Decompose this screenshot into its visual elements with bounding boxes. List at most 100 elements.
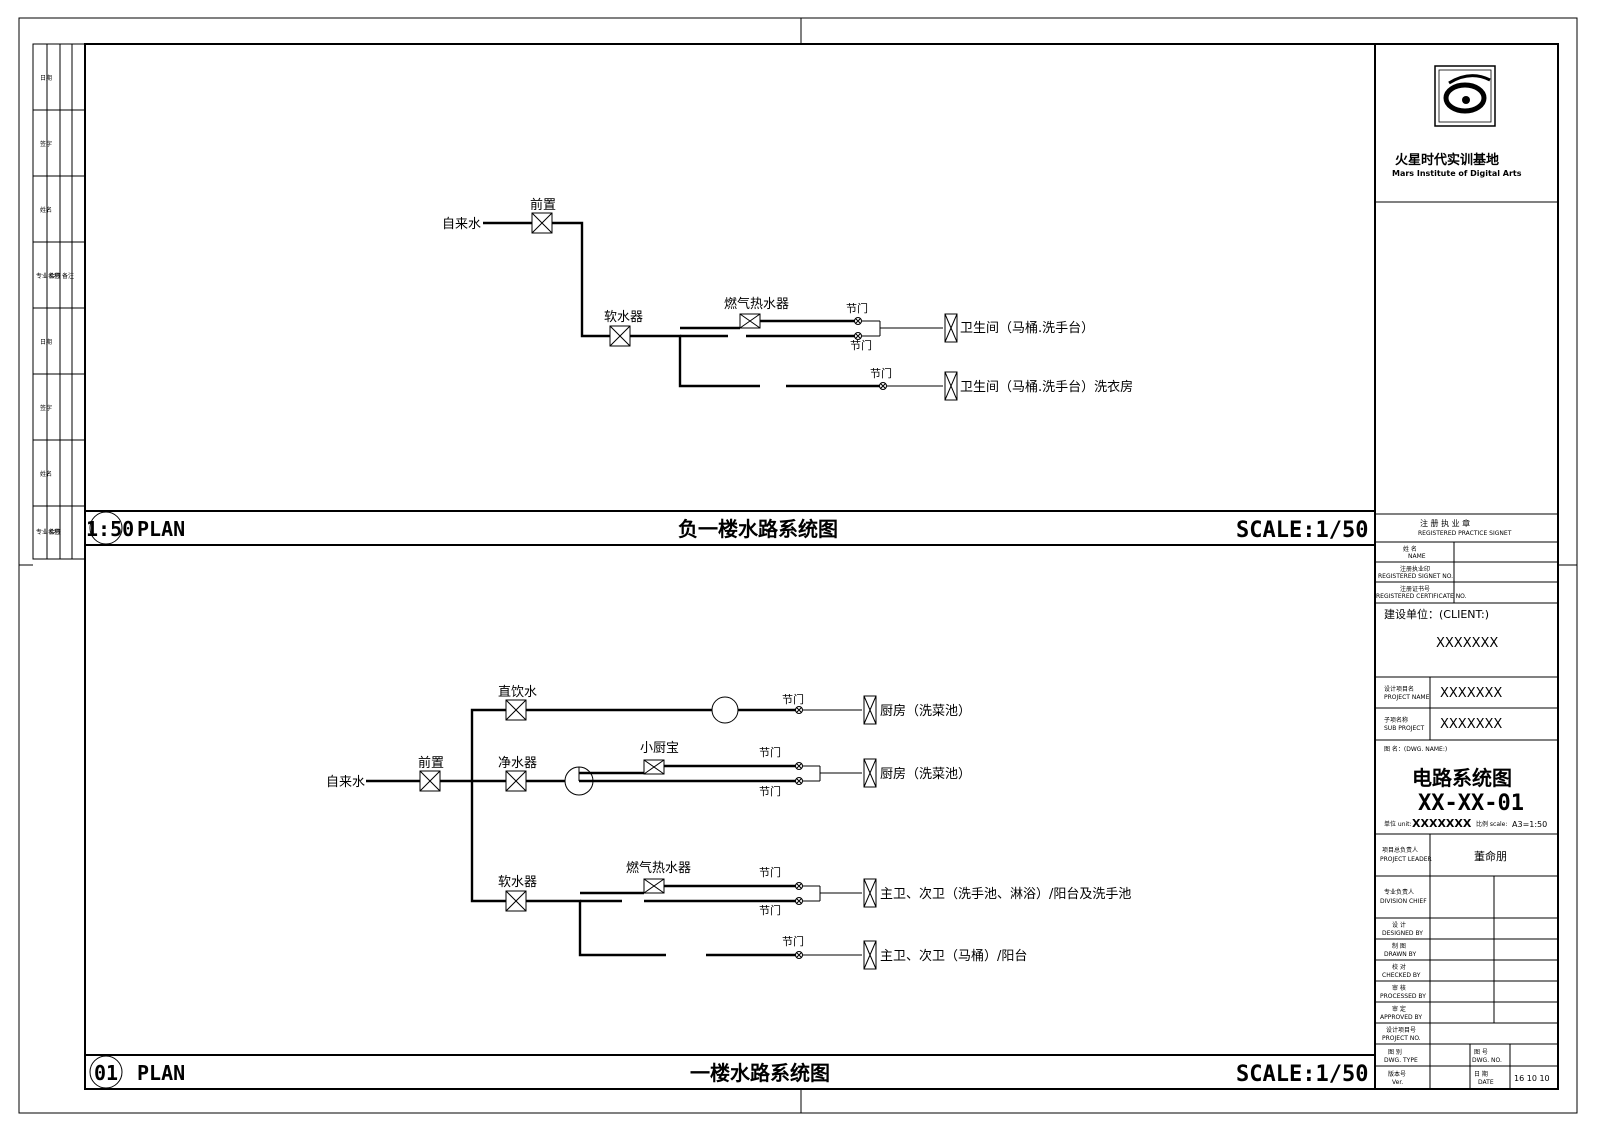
tank-circle [711, 696, 739, 724]
softener-label: 软水器 [604, 310, 643, 325]
valve-icon [854, 317, 862, 325]
outlet-label: 主卫、次卫（马桶）/阳台 [880, 948, 1027, 964]
scale-label: SCALE:1/50 [1236, 1062, 1368, 1087]
sub-label: 子项名称 [1384, 716, 1408, 724]
dwg-number: XX-XX-01 [1418, 791, 1524, 816]
strip-label: 日期 [40, 338, 52, 346]
gas-heater-box [643, 878, 665, 894]
valve-icon [795, 777, 803, 785]
upper-diagram: 自来水 前置 软水器 燃气热水器 节门 节门 节门 卫生间（马桶.洗手台） 卫生… [442, 197, 1133, 401]
kitchen-heater-box [643, 759, 665, 775]
valve-label: 节门 [759, 903, 781, 917]
drawing-title: 一楼水路系统图 [690, 1061, 830, 1085]
date-label: 日 期 [1474, 1070, 1488, 1078]
designed-label: 设 计 [1392, 921, 1406, 929]
valve-icon [795, 882, 803, 890]
cert-label: 注册证书号 [1400, 585, 1430, 593]
reg-title-en: REGISTERED PRACTICE SIGNET [1418, 530, 1512, 537]
strip-label: 签字 [40, 404, 52, 412]
cert-label-en: REGISTERED CERTIFICATE NO. [1376, 593, 1467, 600]
softener-label: 软水器 [498, 875, 537, 890]
valve-label: 节门 [759, 784, 781, 798]
strip-sub-label: 会签 [49, 272, 61, 280]
stamp-label-en: REGISTERED SIGNET NO. [1378, 573, 1453, 580]
plan-label: PLAN [137, 1061, 185, 1085]
prefilter-label: 前置 [418, 755, 444, 771]
upper-title-bar: 1:50 PLAN 负一楼水路系统图 SCALE:1/50 [86, 511, 1368, 545]
direct-water-label: 直饮水 [498, 685, 537, 700]
tank-circle [564, 766, 594, 796]
projno-label-en: PROJECT NO. [1382, 1035, 1421, 1042]
project-label: 设计项目名 [1384, 685, 1414, 693]
sub-value: XXXXXXX [1440, 717, 1502, 732]
scale-label: SCALE:1/50 [1236, 518, 1368, 543]
title-block: 火星时代实训基地 Mars Institute of Digital Arts … [1375, 65, 1558, 1089]
source-label: 自来水 [442, 217, 481, 232]
direct-water-box [505, 699, 527, 721]
approved-label-en: APPROVED BY [1380, 1014, 1422, 1021]
fixture-box [863, 940, 877, 970]
lower-title-bar: 01 PLAN 一楼水路系统图 SCALE:1/50 [89, 1055, 1368, 1089]
ver-label-en: Ver. [1392, 1079, 1403, 1086]
strip-label: 日期 [40, 74, 52, 82]
inner-border [84, 43, 1559, 1090]
prefilter-label: 前置 [530, 197, 556, 213]
company-name-en: Mars Institute of Digital Arts [1392, 169, 1522, 178]
reg-title: 注 册 执 业 章 [1420, 518, 1470, 528]
gas-heater-box [739, 313, 761, 329]
side-strip: 日期 签字 姓名 专业名称 日期 签字 姓名 专业名称 会签 会签 备注 [32, 43, 86, 560]
ratio-label: 比例 scale: [1476, 820, 1507, 828]
project-value: XXXXXXX [1440, 686, 1502, 701]
unit-value: XXXXXXX [1412, 817, 1472, 830]
strip-label: 专业名称 [36, 272, 60, 280]
strip-label: 专业名称 [36, 528, 60, 536]
strip-sub-label: 会签 [49, 528, 61, 536]
company-name: 火星时代实训基地 [1395, 152, 1499, 168]
strip-label: 签字 [40, 140, 52, 148]
checked-label: 校 对 [1392, 963, 1406, 971]
source-label: 自来水 [326, 775, 365, 790]
chief-label: 专业负责人 [1384, 888, 1414, 896]
plan-label: PLAN [137, 517, 185, 541]
outlet-label: 厨房（洗菜池） [880, 766, 971, 782]
dwg-title: 电路系统图 [1412, 766, 1512, 790]
drawn-label-en: DRAWN BY [1384, 951, 1416, 958]
project-label-en: PROJECT NAME [1384, 694, 1430, 701]
outlet-label: 卫生间（马桶.洗手台）洗衣房 [960, 379, 1133, 395]
valve-label: 节门 [870, 366, 892, 380]
type-label: 图 别 [1388, 1048, 1402, 1056]
valve-label: 节门 [850, 338, 872, 352]
fixture-box [863, 758, 877, 788]
valve-icon [795, 706, 803, 714]
valve-label: 节门 [782, 692, 804, 706]
scale-prefix: 1:50 [86, 517, 134, 541]
date-label-en: DATE [1478, 1079, 1494, 1086]
ratio-value: A3=1:50 [1512, 820, 1547, 829]
dwgno-label-en: DWG. NO. [1472, 1057, 1502, 1064]
valve-icon [795, 951, 803, 959]
purifier-label: 净水器 [498, 756, 537, 771]
name-label-en: NAME [1408, 553, 1426, 560]
drawn-label: 制 图 [1392, 942, 1406, 950]
processed-label-en: PROCESSED BY [1380, 993, 1426, 1000]
lower-diagram: 自来水 前置 直饮水 净水器 小厨宝 软水器 燃气热水器 节门 节门 节门 节门… [326, 685, 1131, 970]
outlet-label: 卫生间（马桶.洗手台） [960, 321, 1094, 336]
client-value: XXXXXXX [1436, 636, 1498, 651]
valve-icon [879, 382, 887, 390]
valve-icon [795, 762, 803, 770]
drawing-title: 负一楼水路系统图 [678, 517, 838, 541]
strip-label: 姓名 [40, 470, 52, 478]
fixture-box [863, 878, 877, 908]
prefilter-box [531, 212, 553, 234]
checked-label-en: CHECKED BY [1382, 972, 1421, 979]
valve-label: 节门 [759, 865, 781, 879]
valve-label: 节门 [846, 301, 868, 315]
name-label: 姓 名 [1403, 545, 1417, 553]
outer-border [18, 17, 1578, 1114]
valve-icon [795, 897, 803, 905]
projno-label: 设计项目号 [1386, 1026, 1416, 1034]
softener-box [505, 890, 527, 912]
purifier-box [505, 770, 527, 792]
processed-label: 审 核 [1392, 984, 1406, 992]
